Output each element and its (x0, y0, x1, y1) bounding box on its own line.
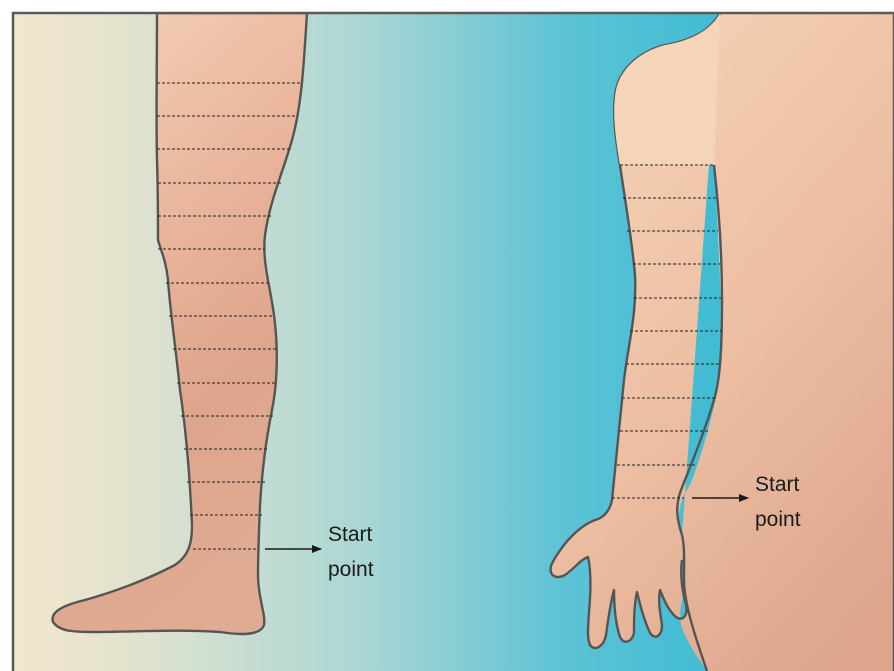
leg-start-label-line1: Start (328, 523, 373, 546)
arm-start-label-line2: point (755, 508, 801, 531)
arm-start-label-line1: Start (755, 473, 800, 496)
leg-start-label-line2: point (328, 558, 374, 581)
